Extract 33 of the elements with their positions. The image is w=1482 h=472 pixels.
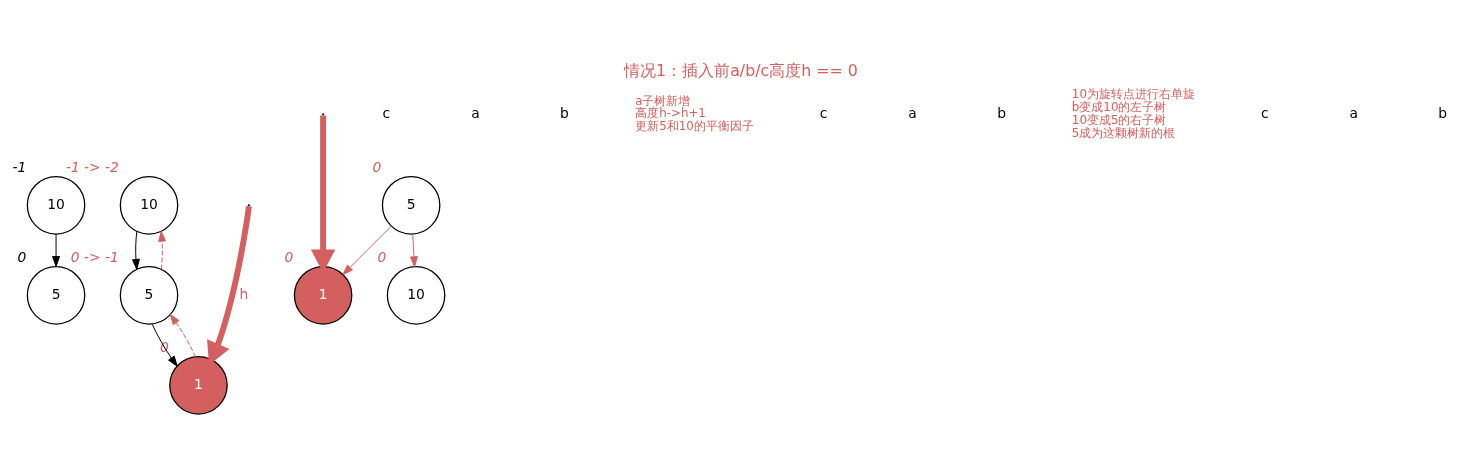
label: c [382, 104, 391, 121]
label: c [819, 104, 828, 121]
arrow [151, 323, 178, 367]
arrow [207, 205, 252, 365]
node-circle: 10 [119, 175, 179, 235]
label: b [560, 104, 569, 121]
node-label: 0 [17, 248, 27, 265]
label: a [1349, 104, 1358, 121]
arrow [169, 313, 196, 357]
label: b [997, 104, 1007, 121]
arrow [132, 230, 140, 270]
diagram-title: 情况1：插入前a/b/c高度h == 0 [624, 60, 858, 80]
node-circle: 5 [381, 175, 441, 235]
arrow [342, 225, 392, 275]
node-circle: 5 [26, 265, 86, 325]
node-label: -1 -> -2 [65, 158, 119, 175]
label: c [1260, 104, 1269, 121]
label: a [471, 104, 480, 121]
node-circle: 10 [26, 175, 86, 235]
edge-label: h [239, 285, 249, 302]
label: b [1438, 104, 1448, 121]
label: 10为旋转点进行右单旋b变成10的左子树10变成5的右子树5成为这颗树新的根 [1071, 86, 1195, 140]
arrow [158, 230, 167, 270]
arrow [410, 233, 418, 267]
label: a子树新增高度h->h+1更新5和10的平衡因子 [635, 93, 754, 133]
arrow [52, 233, 60, 267]
label: a [908, 104, 917, 121]
node-label: 0 [372, 158, 382, 175]
node-label: 0 [284, 248, 294, 265]
node-circle: 10 [386, 265, 446, 325]
node-label: 0 [377, 248, 387, 265]
node-label: 0 -> -1 [70, 248, 119, 265]
node-label: -1 [12, 158, 27, 175]
